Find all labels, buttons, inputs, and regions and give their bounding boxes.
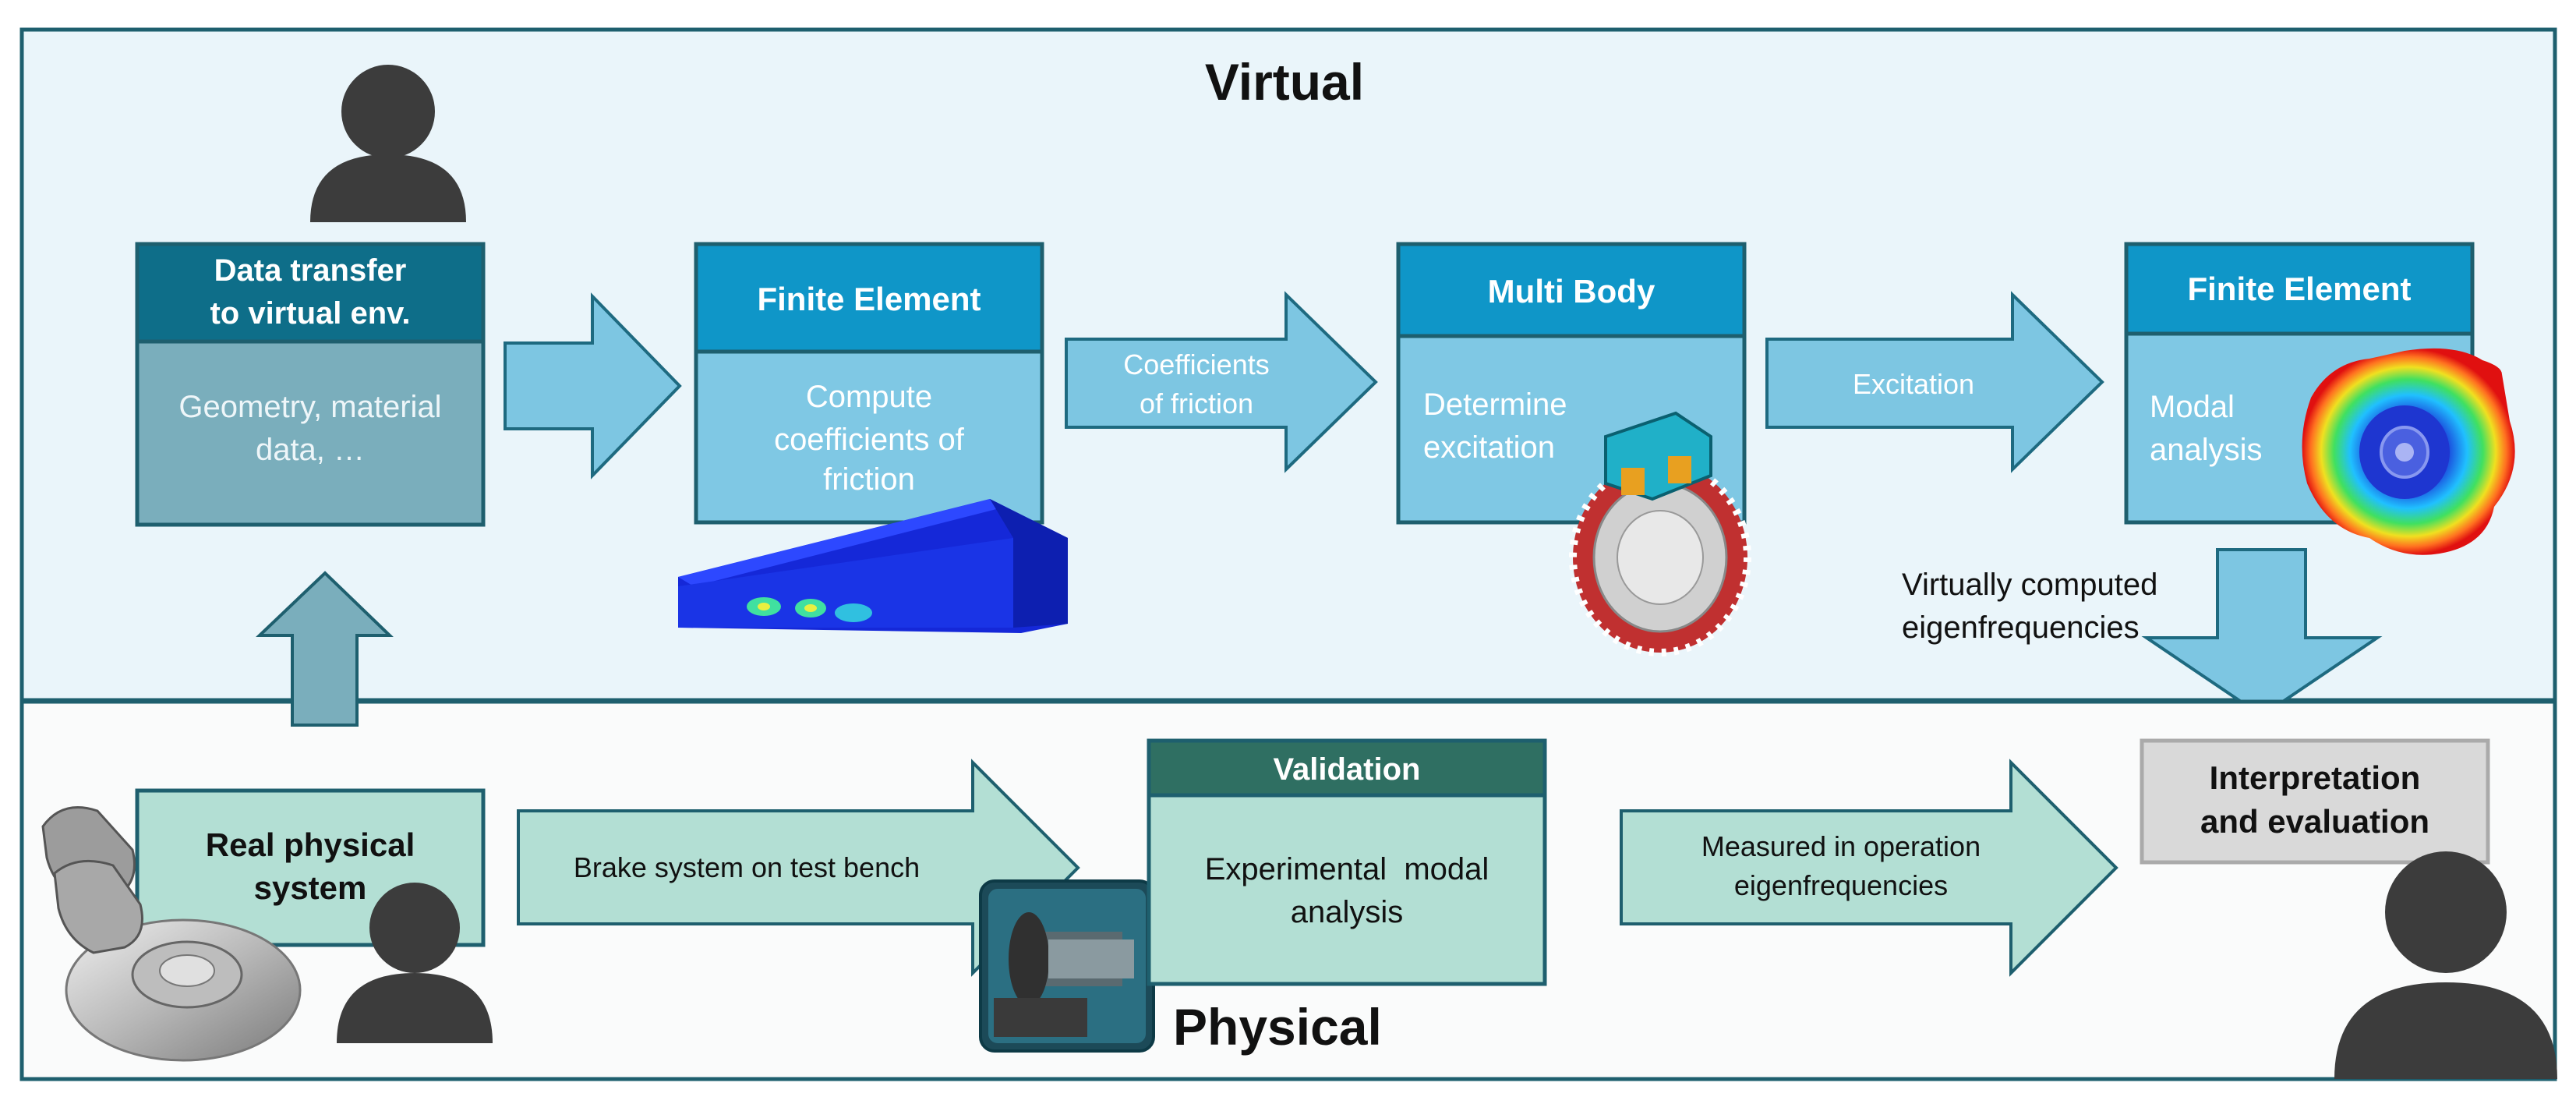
brake-hardware-image [41, 806, 302, 1062]
arrow-up-to-data-transfer [256, 571, 394, 727]
data-transfer-body-line1: Geometry, material [178, 390, 441, 424]
arrow-measured-eigenfrequencies: Measured in operation eigenfrequencies [1620, 759, 2118, 977]
physical-title: Physical [1173, 998, 1382, 1056]
real-system-line1: Real physical [206, 826, 415, 863]
validation-body-line2: analysis [1291, 895, 1404, 929]
arrow-to-fe-friction [504, 292, 682, 479]
arrow-measured-line2: eigenfrequencies [1734, 869, 1948, 901]
arrow-measured-line1: Measured in operation [1701, 830, 1981, 862]
arrow-coefficients-line1: Coefficients [1123, 349, 1269, 380]
fe-friction-body-line1: Compute [806, 380, 932, 414]
fe-friction-body-line2: coefficients of [774, 423, 965, 457]
interpretation-line1: Interpretation [2210, 759, 2421, 796]
fe-friction-header: Finite Element [757, 281, 981, 317]
arrow-excitation: Excitation [1765, 291, 2104, 473]
data-transfer-body-line2: data, … [256, 433, 365, 467]
arrow-excitation-label: Excitation [1853, 368, 1974, 400]
data-transfer-box: Data transfer to virtual env. Geometry, … [135, 242, 486, 527]
interpretation-box: Interpretation and evaluation [2140, 738, 2490, 865]
person-icon [337, 883, 493, 1043]
real-system-line2: system [254, 869, 367, 906]
virtual-eigen-label-line2: eigenfrequencies [1902, 610, 2140, 645]
virtual-eigen-label-line1: Virtually computed [1902, 568, 2157, 602]
fe-friction-body-line3: friction [823, 462, 915, 497]
validation-body-line1: Experimental modal [1205, 852, 1489, 886]
interpretation-line2: and evaluation [2200, 803, 2429, 840]
validation-header: Validation [1274, 752, 1421, 787]
brake-disc-mbs-image [1569, 411, 1751, 656]
arrow-coefficients-line2: of friction [1140, 387, 1253, 419]
fe-modal-header: Finite Element [2187, 271, 2411, 307]
validation-box: Validation Experimental modal analysis [1147, 738, 1547, 986]
multi-body-body-line2: excitation [1423, 430, 1555, 465]
multi-body-header: Multi Body [1488, 273, 1655, 310]
fe-modal-body-line2: analysis [2150, 433, 2263, 467]
data-transfer-header-line1: Data transfer [214, 253, 407, 288]
arrow-down-to-interpretation [2141, 548, 2383, 718]
multi-body-body-line1: Determine [1423, 387, 1567, 422]
person-icon [310, 65, 466, 222]
fe-friction-box: Finite Element Compute coefficients of f… [694, 242, 1044, 525]
arrow-test-bench-label: Brake system on test bench [574, 851, 920, 883]
person-icon [2334, 851, 2557, 1079]
brake-pad-fe-image [678, 499, 1068, 633]
data-transfer-header-line2: to virtual env. [210, 296, 410, 331]
fe-modal-body-line1: Modal [2150, 390, 2235, 424]
modal-shape-image [2302, 348, 2515, 555]
arrow-coefficients-of-friction: Coefficients of friction [1065, 291, 1378, 473]
virtual-title: Virtual [1205, 53, 1364, 111]
test-bench-image [979, 879, 1155, 1053]
